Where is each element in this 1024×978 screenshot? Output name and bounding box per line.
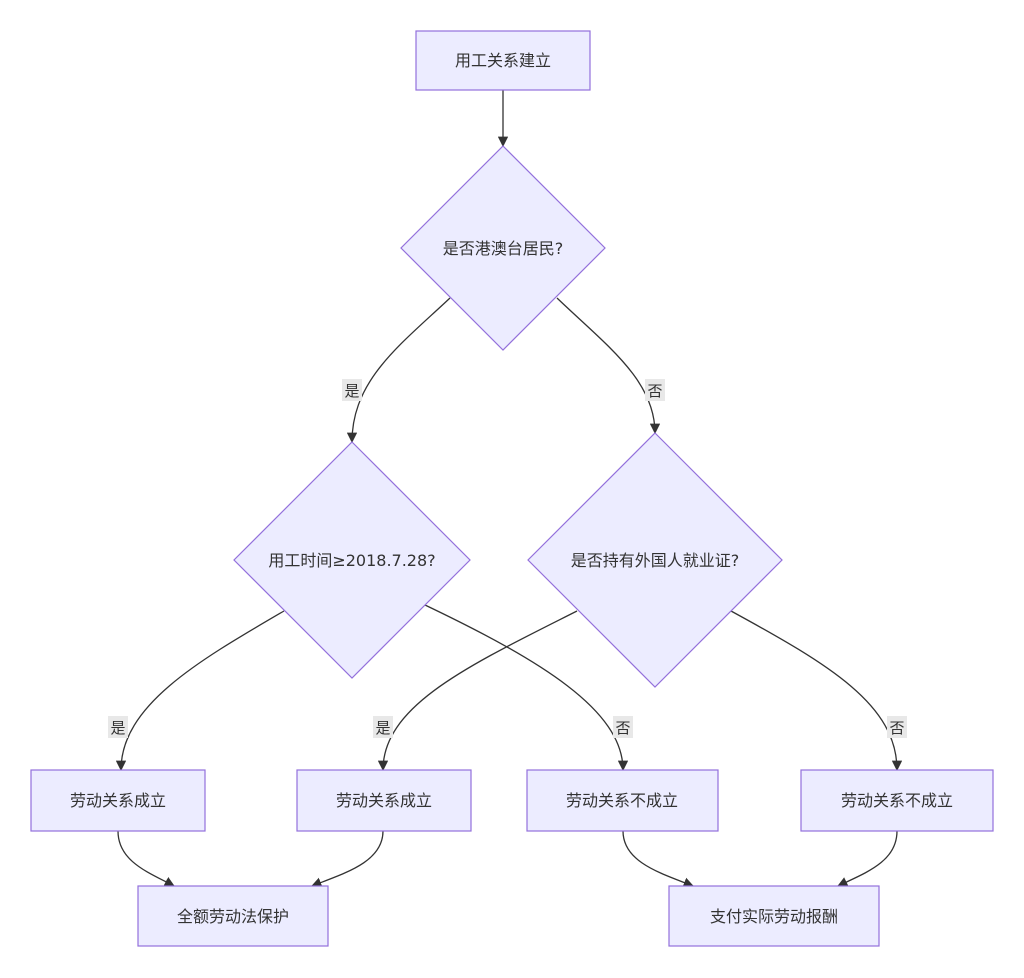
edge-q1-yes xyxy=(346,297,451,444)
edge-q3-yes xyxy=(377,610,578,772)
svg-text:劳动关系不成立: 劳动关系不成立 xyxy=(841,791,953,810)
svg-text:劳动关系成立: 劳动关系成立 xyxy=(336,791,432,810)
node-result-1: 劳动关系成立 xyxy=(30,769,206,832)
svg-text:支付实际劳动报酬: 支付实际劳动报酬 xyxy=(710,907,838,926)
node-result-3: 劳动关系不成立 xyxy=(526,769,719,832)
edge-label-permit-no: 否 xyxy=(887,716,907,738)
node-result-2: 劳动关系成立 xyxy=(296,769,472,832)
edge-label-date-no: 否 xyxy=(613,716,633,738)
svg-text:是否港澳台居民?: 是否港澳台居民? xyxy=(443,239,564,258)
edges xyxy=(115,90,903,888)
svg-text:用工时间≥2018.7.28?: 用工时间≥2018.7.28? xyxy=(268,551,435,570)
edge-label-date-yes: 是 xyxy=(108,716,128,738)
edge-label-hk-yes: 是 xyxy=(342,379,362,401)
edge-r2-to-full xyxy=(311,830,384,888)
svg-text:是: 是 xyxy=(375,719,390,737)
edge-label-permit-yes: 是 xyxy=(373,716,393,738)
svg-text:是: 是 xyxy=(344,382,359,400)
edge-r4-to-pay xyxy=(837,830,898,887)
svg-text:是否持有外国人就业证?: 是否持有外国人就业证? xyxy=(571,551,740,570)
node-start: 用工关系建立 xyxy=(415,30,591,91)
edge-label-hk-no: 否 xyxy=(645,379,665,401)
svg-text:全额劳动法保护: 全额劳动法保护 xyxy=(177,907,289,926)
svg-text:劳动关系成立: 劳动关系成立 xyxy=(70,791,166,810)
edge-r3-to-pay xyxy=(622,830,694,888)
svg-text:是: 是 xyxy=(110,719,125,737)
svg-text:否: 否 xyxy=(647,382,662,400)
svg-text:用工关系建立: 用工关系建立 xyxy=(455,51,551,70)
edge-q3-no xyxy=(730,610,903,772)
node-result-4: 劳动关系不成立 xyxy=(800,769,994,832)
svg-text:劳动关系不成立: 劳动关系不成立 xyxy=(566,791,678,810)
decision-work-permit: 是否持有外国人就业证? xyxy=(527,432,783,688)
edge-q1-no xyxy=(556,297,661,435)
node-full-labor-protection: 全额劳动法保护 xyxy=(137,885,329,947)
node-pay-actual-remuneration: 支付实际劳动报酬 xyxy=(668,885,880,947)
svg-text:否: 否 xyxy=(615,719,630,737)
edge-q2-yes xyxy=(115,610,285,772)
edge-q2-no xyxy=(424,604,629,772)
decision-employment-date: 用工时间≥2018.7.28? xyxy=(233,441,471,679)
svg-text:否: 否 xyxy=(889,719,904,737)
decision-hk-macau-tw: 是否港澳台居民? xyxy=(400,145,606,351)
edge-r1-to-full xyxy=(117,830,175,887)
